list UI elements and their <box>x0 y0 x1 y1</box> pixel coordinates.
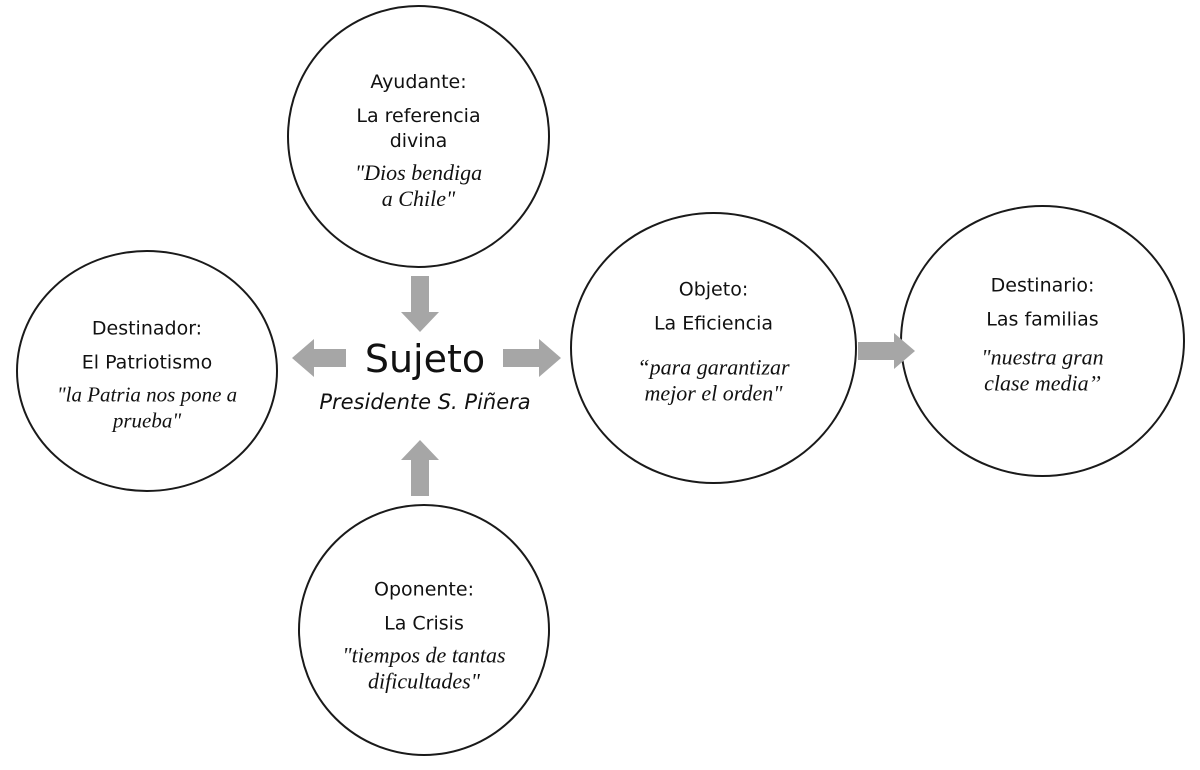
sujeto-subtitle: Presidente S. Piñera <box>319 390 531 414</box>
ayudante-quote-line-1: "Dios bendiga <box>354 159 483 185</box>
arrow-left-sujeto-to-destinador <box>292 339 346 377</box>
ayudante-quote-line-2: a Chile" <box>381 185 456 211</box>
ayudante-name-line-2: divina <box>389 129 448 152</box>
destinador-role: Destinador: <box>91 317 203 340</box>
sujeto-center: Sujeto Presidente S. Piñera <box>290 330 560 416</box>
sujeto-title: Sujeto <box>364 337 486 381</box>
oponente-role: Oponente: <box>374 578 474 601</box>
destinario-quote-line-2: clase media’’ <box>984 370 1101 396</box>
arrow-up-oponente-to-sujeto <box>401 440 439 496</box>
destinador-quote-line-2: prueba" <box>112 408 182 433</box>
oponente-quote-line-2: dificultades" <box>368 668 480 694</box>
destinador-name: El Patriotismo <box>81 351 213 374</box>
ayudante-role: Ayudante: <box>370 70 467 93</box>
objeto-name: La Eficiencia <box>653 312 774 335</box>
objeto-role: Objeto: <box>678 278 749 301</box>
arrow-right-objeto-to-destinario <box>858 333 915 369</box>
destinador-quote-line-1: "la Patria nos pone a <box>56 382 238 407</box>
destinario-name: Las familias <box>986 308 1099 331</box>
destinario-role: Destinario: <box>990 274 1095 297</box>
oponente-name: La Crisis <box>384 612 464 635</box>
destinario-quote-line-1: "nuestra gran <box>981 344 1104 370</box>
objeto-circle: Objeto: La Eficiencia “para garantizar m… <box>570 212 857 484</box>
objeto-quote-line-1: “para garantizar <box>637 354 790 380</box>
oponente-circle: Oponente: La Crisis "tiempos de tantas d… <box>298 504 550 756</box>
arrow-right-sujeto-to-objeto <box>503 339 561 377</box>
oponente-quote-line-1: "tiempos de tantas <box>342 642 506 668</box>
ayudante-circle: Ayudante: La referencia divina "Dios ben… <box>287 5 550 268</box>
arrow-down-ayudante-to-sujeto <box>401 276 439 332</box>
objeto-quote-line-2: mejor el orden" <box>644 380 783 406</box>
ayudante-name-line-1: La referencia <box>356 104 481 127</box>
destinador-circle: Destinador: El Patriotismo "la Patria no… <box>16 250 278 492</box>
